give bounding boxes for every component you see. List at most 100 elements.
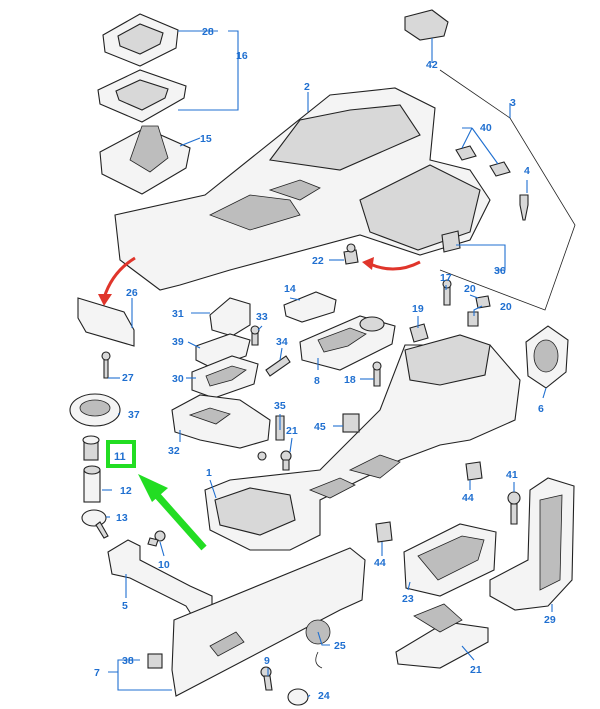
callout-30: 29 xyxy=(544,614,556,626)
red-arrow-clip xyxy=(362,257,421,271)
callout-24: 23 xyxy=(402,593,414,605)
callout-23: 22 xyxy=(312,255,324,267)
screw-42 xyxy=(507,491,521,525)
callout-4: 4 xyxy=(524,165,530,177)
callout-39: 38 xyxy=(122,655,134,667)
plug-39 xyxy=(147,653,163,669)
callout-5: 5 xyxy=(122,600,128,612)
trim-27 xyxy=(77,297,135,347)
callout-11: 11 xyxy=(114,451,126,463)
screw-34 xyxy=(250,325,260,346)
socket-12 xyxy=(83,465,101,503)
armrest-bracket-3 xyxy=(439,69,576,311)
clip-44-right xyxy=(465,461,483,481)
clip-20-b xyxy=(467,311,479,327)
bracket-33 xyxy=(171,394,271,449)
callout-41: 40 xyxy=(480,122,492,134)
screw-17 xyxy=(442,279,452,306)
gear-boot-15 xyxy=(99,125,191,195)
leader-lines xyxy=(102,30,553,698)
callout-34: 33 xyxy=(256,311,268,323)
screw-28 xyxy=(101,351,111,379)
mat-22 xyxy=(395,603,489,669)
cap-38 xyxy=(69,393,121,427)
screw-18 xyxy=(372,361,382,387)
clip-20-a xyxy=(475,295,491,309)
callout-27: 26 xyxy=(126,287,138,299)
callout-32: 31 xyxy=(172,308,184,320)
callout-25: 24 xyxy=(318,690,330,702)
screw-9 xyxy=(260,666,273,691)
clip-45 xyxy=(342,413,360,433)
console-upper-2 xyxy=(114,87,491,291)
callout-10: 10 xyxy=(158,559,170,571)
callout-20-b: 20 xyxy=(500,301,512,313)
storage-box-24 xyxy=(403,523,497,597)
callout-44-right: 44 xyxy=(462,492,474,504)
knob-25 xyxy=(287,688,309,706)
grille-26 xyxy=(305,619,331,669)
gear-boot-frame-16 xyxy=(97,69,187,123)
callout-6: 6 xyxy=(538,403,544,415)
callout-40: 39 xyxy=(172,336,184,348)
red-arrow-lower xyxy=(98,256,136,306)
highlight-box-11 xyxy=(106,440,136,468)
clips-41 xyxy=(455,145,511,177)
clip-43 xyxy=(404,9,449,41)
callout-45: 45 xyxy=(314,421,326,433)
highlight-arrow xyxy=(138,474,207,551)
callout-13: 13 xyxy=(116,512,128,524)
callout-31: 30 xyxy=(172,373,184,385)
callout-22: 21 xyxy=(470,664,482,676)
socket-13 xyxy=(81,509,109,539)
callout-7: 7 xyxy=(94,667,100,679)
callout-labels: 28 16 15 2 3 42 40 4 22 36 26 27 37 11 1… xyxy=(94,26,556,702)
console-lower-1 xyxy=(204,334,521,551)
callout-36: 35 xyxy=(274,400,286,412)
callout-33: 32 xyxy=(168,445,180,457)
tray-8 xyxy=(299,315,396,371)
callout-21: 21 xyxy=(286,425,298,437)
callout-37: 36 xyxy=(494,265,506,277)
callout-20-a: 20 xyxy=(464,283,476,295)
screw-21 xyxy=(280,450,292,471)
callout-17: 17 xyxy=(440,272,452,284)
callout-9: 9 xyxy=(264,655,270,667)
lid-14 xyxy=(283,291,337,323)
tray-40 xyxy=(195,333,251,369)
callout-15: 15 xyxy=(200,133,212,145)
bracket-30 xyxy=(489,477,575,611)
callout-35: 34 xyxy=(276,336,288,348)
callout-26: 25 xyxy=(334,640,346,652)
bracket-37 xyxy=(441,230,461,253)
screw-35 xyxy=(265,355,291,377)
callout-28: 27 xyxy=(122,372,134,384)
side-panel-7 xyxy=(171,547,366,697)
screw-4 xyxy=(519,194,529,221)
gear-boot-ring-29 xyxy=(102,13,179,67)
boot-32 xyxy=(209,297,251,337)
callout-2: 2 xyxy=(304,81,310,93)
clip-19 xyxy=(409,323,429,343)
screw-small-head xyxy=(257,451,267,461)
callout-16: 16 xyxy=(236,50,248,62)
callout-43: 42 xyxy=(426,59,438,71)
tray-31 xyxy=(191,355,259,399)
callout-44-left: 44 xyxy=(374,557,386,569)
callout-12: 12 xyxy=(120,485,132,497)
callout-18: 18 xyxy=(344,374,356,386)
callout-8: 8 xyxy=(314,375,320,387)
clip-44-left xyxy=(375,521,393,543)
cover-6 xyxy=(525,325,569,389)
clip-23 xyxy=(343,243,359,265)
callout-3: 3 xyxy=(510,97,516,109)
callout-42: 41 xyxy=(506,469,518,481)
callout-38: 37 xyxy=(128,409,140,421)
callout-19: 19 xyxy=(412,303,424,315)
callout-1: 1 xyxy=(206,467,212,479)
screw-10 xyxy=(147,530,166,547)
callout-29: 28 xyxy=(202,26,214,38)
callout-14: 14 xyxy=(284,283,296,295)
